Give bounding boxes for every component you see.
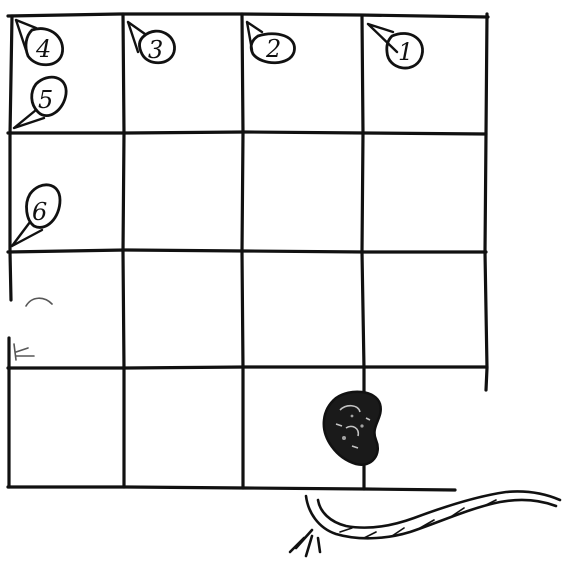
grid-left-border [10, 16, 12, 300]
marker-1: 1 [368, 24, 423, 68]
marker-4: 4 [16, 20, 63, 65]
faint-marks [14, 298, 52, 360]
marker-4-label: 4 [35, 35, 51, 63]
marker-6-label: 6 [32, 198, 47, 226]
marker-5: 5 [14, 77, 66, 128]
grid-h-line-1 [8, 132, 486, 134]
marker-2: 2 [247, 22, 294, 63]
marker-3: 3 [128, 22, 175, 64]
grid-h-line-3 [8, 367, 487, 368]
grid-bottom-border [8, 487, 455, 490]
grid-top-border [8, 14, 488, 17]
grid-right-border [485, 14, 487, 390]
faint-branch-mark [14, 344, 34, 360]
grid-v-line-1 [123, 14, 124, 487]
faint-arc-mark [26, 298, 52, 306]
marker-6: 6 [12, 185, 60, 246]
grid-v-line-2 [242, 14, 243, 488]
marker-3-label: 3 [148, 36, 163, 64]
marker-2-label: 2 [265, 35, 281, 63]
marker-5-label: 5 [38, 86, 53, 114]
grid-lines [8, 14, 488, 490]
grid-h-line-2 [8, 250, 486, 252]
marker-1-label: 1 [398, 38, 413, 66]
worm-tail-icon [290, 491, 560, 556]
bean-blob-icon [324, 392, 381, 465]
